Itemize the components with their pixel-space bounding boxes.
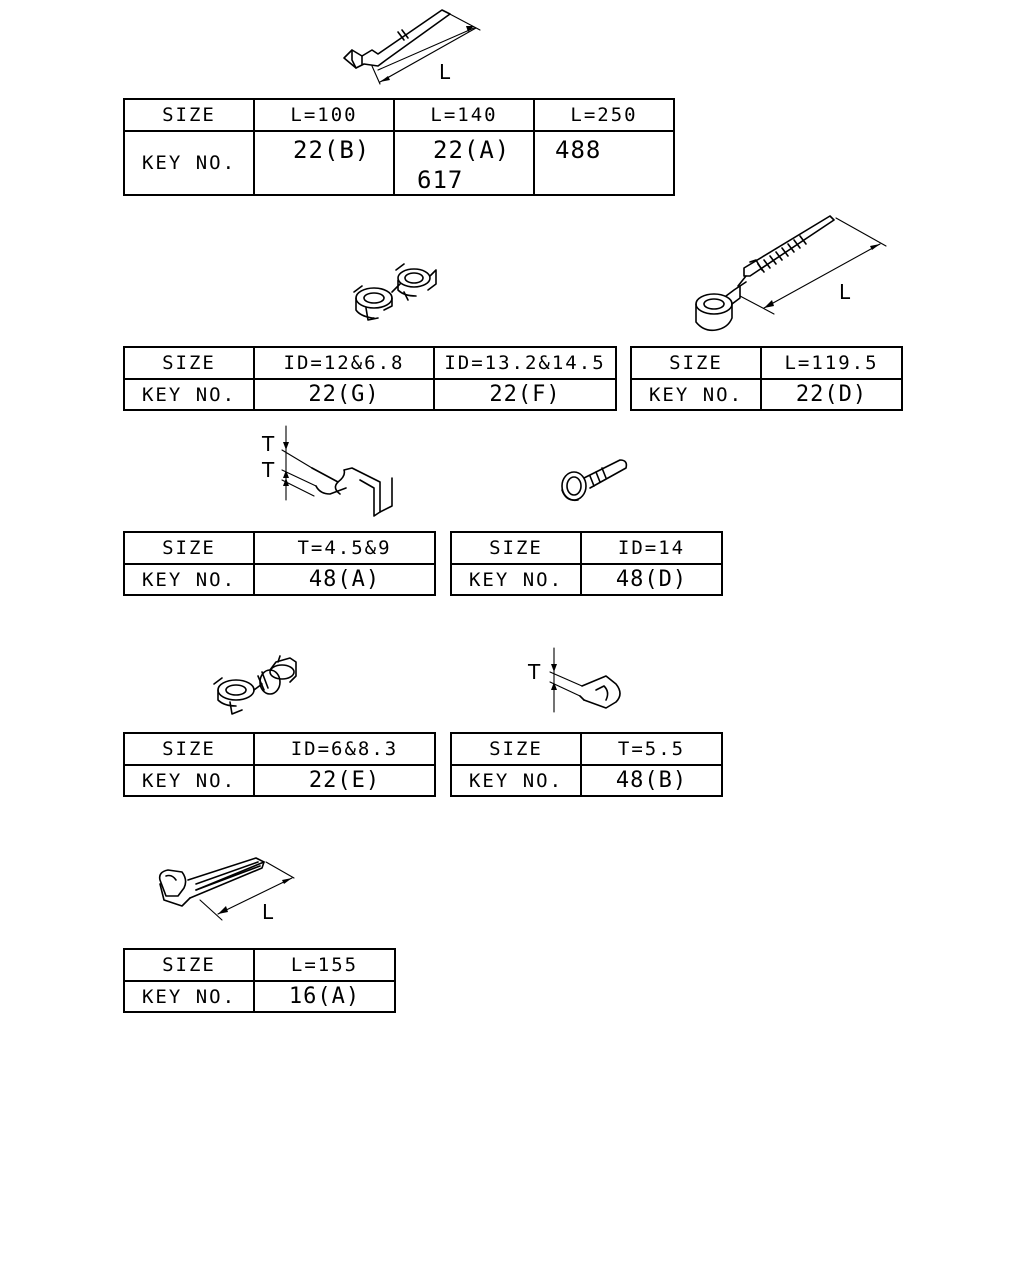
cable-tie-ring-mount-illustration	[695, 215, 887, 332]
size-value: ID=13.2&14.5	[433, 346, 617, 380]
key-no-cell: 22(B)	[253, 130, 395, 196]
cable-tie-mount-illustration	[343, 9, 481, 85]
key-no-value: 488	[555, 136, 602, 164]
size-key-table: SIZE ID=6&8.3 KEY NO. 22(E)	[123, 732, 436, 797]
size-header: SIZE	[123, 732, 255, 766]
size-key-table: SIZE L=100 L=140 L=250 KEY NO. 22(B) 22(…	[123, 98, 675, 196]
dimension-T-label: T	[528, 660, 541, 684]
size-header: SIZE	[630, 346, 762, 380]
key-no-header: KEY NO.	[450, 764, 582, 797]
hose-clamp-illustration	[561, 459, 628, 502]
key-no-value: 617	[417, 166, 464, 194]
dimension-L-label: L	[839, 280, 851, 304]
size-header: SIZE	[123, 531, 255, 565]
key-no-header: KEY NO.	[123, 563, 255, 596]
size-value: L=250	[533, 98, 675, 132]
size-key-table: SIZE T=5.5 KEY NO. 48(B)	[450, 732, 723, 797]
key-no-value: 22(F)	[433, 378, 617, 411]
key-no-value: 48(A)	[253, 563, 436, 596]
key-no-value: 16(A)	[253, 980, 396, 1013]
size-value: ID=12&6.8	[253, 346, 435, 380]
small-double-ring-clamp-illustration	[213, 655, 297, 715]
key-no-header: KEY NO.	[450, 563, 582, 596]
key-no-header: KEY NO.	[123, 130, 255, 196]
flat-clip-illustration	[549, 647, 621, 713]
key-no-value: 22(B)	[293, 136, 371, 164]
cable-tie-edge-clip-illustration	[158, 857, 295, 921]
key-no-value: 22(G)	[253, 378, 435, 411]
size-value: ID=14	[580, 531, 723, 565]
size-header: SIZE	[123, 948, 255, 982]
size-key-table: SIZE L=155 KEY NO. 16(A)	[123, 948, 396, 1013]
size-value: L=140	[393, 98, 535, 132]
size-value: T=5.5	[580, 732, 723, 766]
dimension-T-label: T	[262, 458, 275, 482]
dimension-L-label: L	[262, 900, 274, 924]
dimension-T-label: T	[262, 432, 275, 456]
key-no-value: 48(B)	[580, 764, 723, 797]
size-value: L=100	[253, 98, 395, 132]
size-key-table: SIZE L=119.5 KEY NO. 22(D)	[630, 346, 903, 411]
key-no-header: KEY NO.	[630, 378, 762, 411]
key-no-cell: 22(A) 617	[393, 130, 535, 196]
size-key-table: SIZE ID=12&6.8 ID=13.2&14.5 KEY NO. 22(G…	[123, 346, 617, 411]
size-value: L=155	[253, 948, 396, 982]
size-header: SIZE	[450, 732, 582, 766]
dimension-L-label: L	[439, 60, 451, 84]
size-value: ID=6&8.3	[253, 732, 436, 766]
key-no-value: 22(D)	[760, 378, 903, 411]
key-no-value: 22(A)	[433, 136, 511, 164]
size-header: SIZE	[123, 346, 255, 380]
plate-clip-illustration	[281, 425, 393, 517]
key-no-header: KEY NO.	[123, 378, 255, 411]
key-no-cell: 488	[533, 130, 675, 196]
size-header: SIZE	[123, 98, 255, 132]
size-value: T=4.5&9	[253, 531, 436, 565]
key-no-value: 22(E)	[253, 764, 436, 797]
size-key-table: SIZE ID=14 KEY NO. 48(D)	[450, 531, 723, 596]
key-no-value: 48(D)	[580, 563, 723, 596]
size-header: SIZE	[450, 531, 582, 565]
size-value: L=119.5	[760, 346, 903, 380]
key-no-header: KEY NO.	[123, 980, 255, 1013]
size-key-table: SIZE T=4.5&9 KEY NO. 48(A)	[123, 531, 436, 596]
double-ring-clamp-illustration	[353, 263, 437, 321]
key-no-header: KEY NO.	[123, 764, 255, 797]
